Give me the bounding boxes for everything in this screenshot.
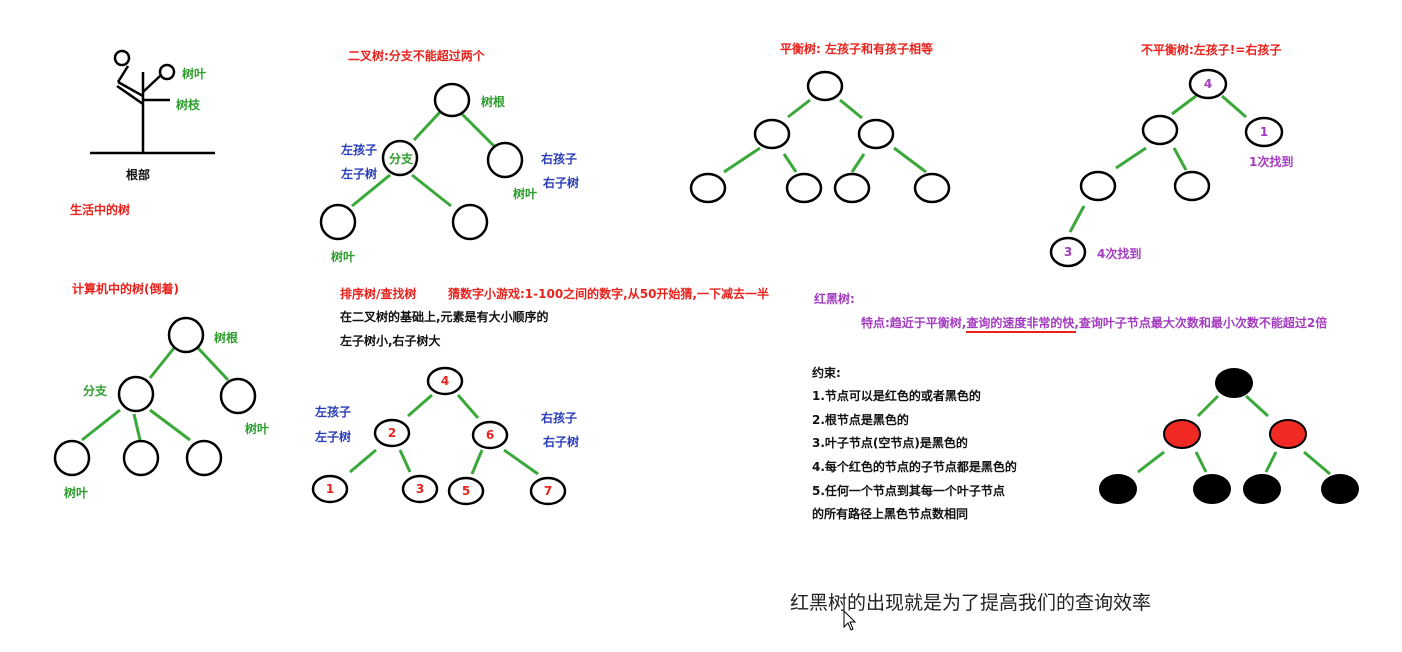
found-in-1-label: 1次找到: [1249, 155, 1294, 169]
rb-rule-1: 1.节点可以是红色的或者黑色的: [812, 389, 981, 403]
binary-leaf-right: 树叶: [513, 187, 538, 201]
video-subtitle: 红黑树的出现就是为了提高我们的查询效率: [790, 592, 1152, 614]
rb-tree-feature: 特点:趋近于平衡树,查询的速度非常的快,查询叶子节点最大次数和最小次数不能超过2…: [861, 316, 1327, 330]
search-desc-2: 左子树小,右子树大: [340, 334, 441, 348]
search-node-1: 1: [326, 482, 334, 496]
search-right-subtree: 右子树: [543, 435, 580, 449]
computer-root-label: 树根: [214, 331, 239, 345]
search-node-7: 7: [544, 484, 552, 498]
computer-tree-title: 计算机中的树(倒着): [72, 282, 179, 296]
search-node-3: 3: [416, 482, 424, 496]
binary-right-child: 右孩子: [541, 152, 578, 166]
unbalanced-deep-node: 3: [1064, 245, 1072, 259]
search-right-child: 右孩子: [541, 411, 578, 425]
binary-root-label: 树根: [481, 95, 506, 109]
search-node-5: 5: [462, 484, 470, 498]
computer-leaf-right: 树叶: [245, 422, 270, 436]
search-node-4: 4: [441, 374, 449, 388]
search-left-subtree: 左子树: [315, 430, 352, 444]
binary-left-child: 左孩子: [341, 143, 378, 157]
balanced-tree-title: 平衡树: 左孩子和有孩子相等: [780, 42, 933, 56]
tree-nodes: [53, 68, 1284, 506]
binary-left-subtree: 左子树: [341, 167, 378, 181]
binary-branch-label: 分支: [389, 152, 414, 166]
binary-right-subtree: 右子树: [543, 176, 580, 190]
tree-edges: [81, 94, 1331, 476]
rb-feature-highlight: 查询的速度非常的快: [966, 316, 1075, 330]
binary-leaf-bottom: 树叶: [331, 250, 356, 264]
life-tree-drawing: [90, 49, 215, 155]
rb-rule-5-cont: 的所有路径上黑色节点数相同: [812, 507, 969, 521]
life-tree-caption: 生活中的树: [70, 203, 131, 217]
rb-rule-5: 5.任何一个节点到其每一个叶子节点: [812, 484, 1005, 498]
life-branch-label: 树枝: [176, 98, 201, 112]
search-left-child: 左孩子: [315, 405, 352, 419]
search-game-text: 猜数字小游戏:1-100之间的数字,从50开始猜,一下减去一半: [448, 287, 769, 301]
rb-feature-prefix: 特点:趋近于平衡树,: [861, 316, 967, 330]
computer-branch-label: 分支: [83, 384, 108, 398]
binary-tree-title: 二叉树:分支不能超过两个: [348, 49, 485, 63]
unbalanced-root-node: 4: [1204, 77, 1212, 91]
search-desc-1: 在二叉树的基础上,元素是有大小顺序的: [340, 310, 549, 324]
computer-leaf-left: 树叶: [64, 486, 89, 500]
rb-feature-suffix: ,查询叶子节点最大次数和最小次数不能超过2倍: [1074, 316, 1328, 330]
unbalanced-right-node: 1: [1260, 125, 1268, 139]
life-root-label: 根部: [126, 168, 151, 182]
rb-tree-title: 红黑树:: [814, 292, 855, 306]
rb-rule-4: 4.每个红色的节点的子节点都是黑色的: [812, 460, 1017, 474]
search-node-2: 2: [388, 426, 396, 440]
search-tree-title: 排序树/查找树: [340, 287, 417, 301]
search-node-6: 6: [486, 428, 494, 442]
found-in-4-label: 4次找到: [1097, 247, 1142, 261]
rb-constraints-title: 约束:: [812, 366, 841, 380]
life-leaf-label: 树叶: [182, 67, 207, 81]
mouse-cursor-icon: [843, 610, 857, 631]
rb-tree-nodes: [1099, 368, 1359, 504]
rb-rule-3: 3.叶子节点(空节点)是黑色的: [812, 436, 968, 450]
rb-rule-2: 2.根节点是黑色的: [812, 413, 909, 427]
unbalanced-tree-title: 不平衡树:左孩子!=右孩子: [1141, 43, 1282, 57]
